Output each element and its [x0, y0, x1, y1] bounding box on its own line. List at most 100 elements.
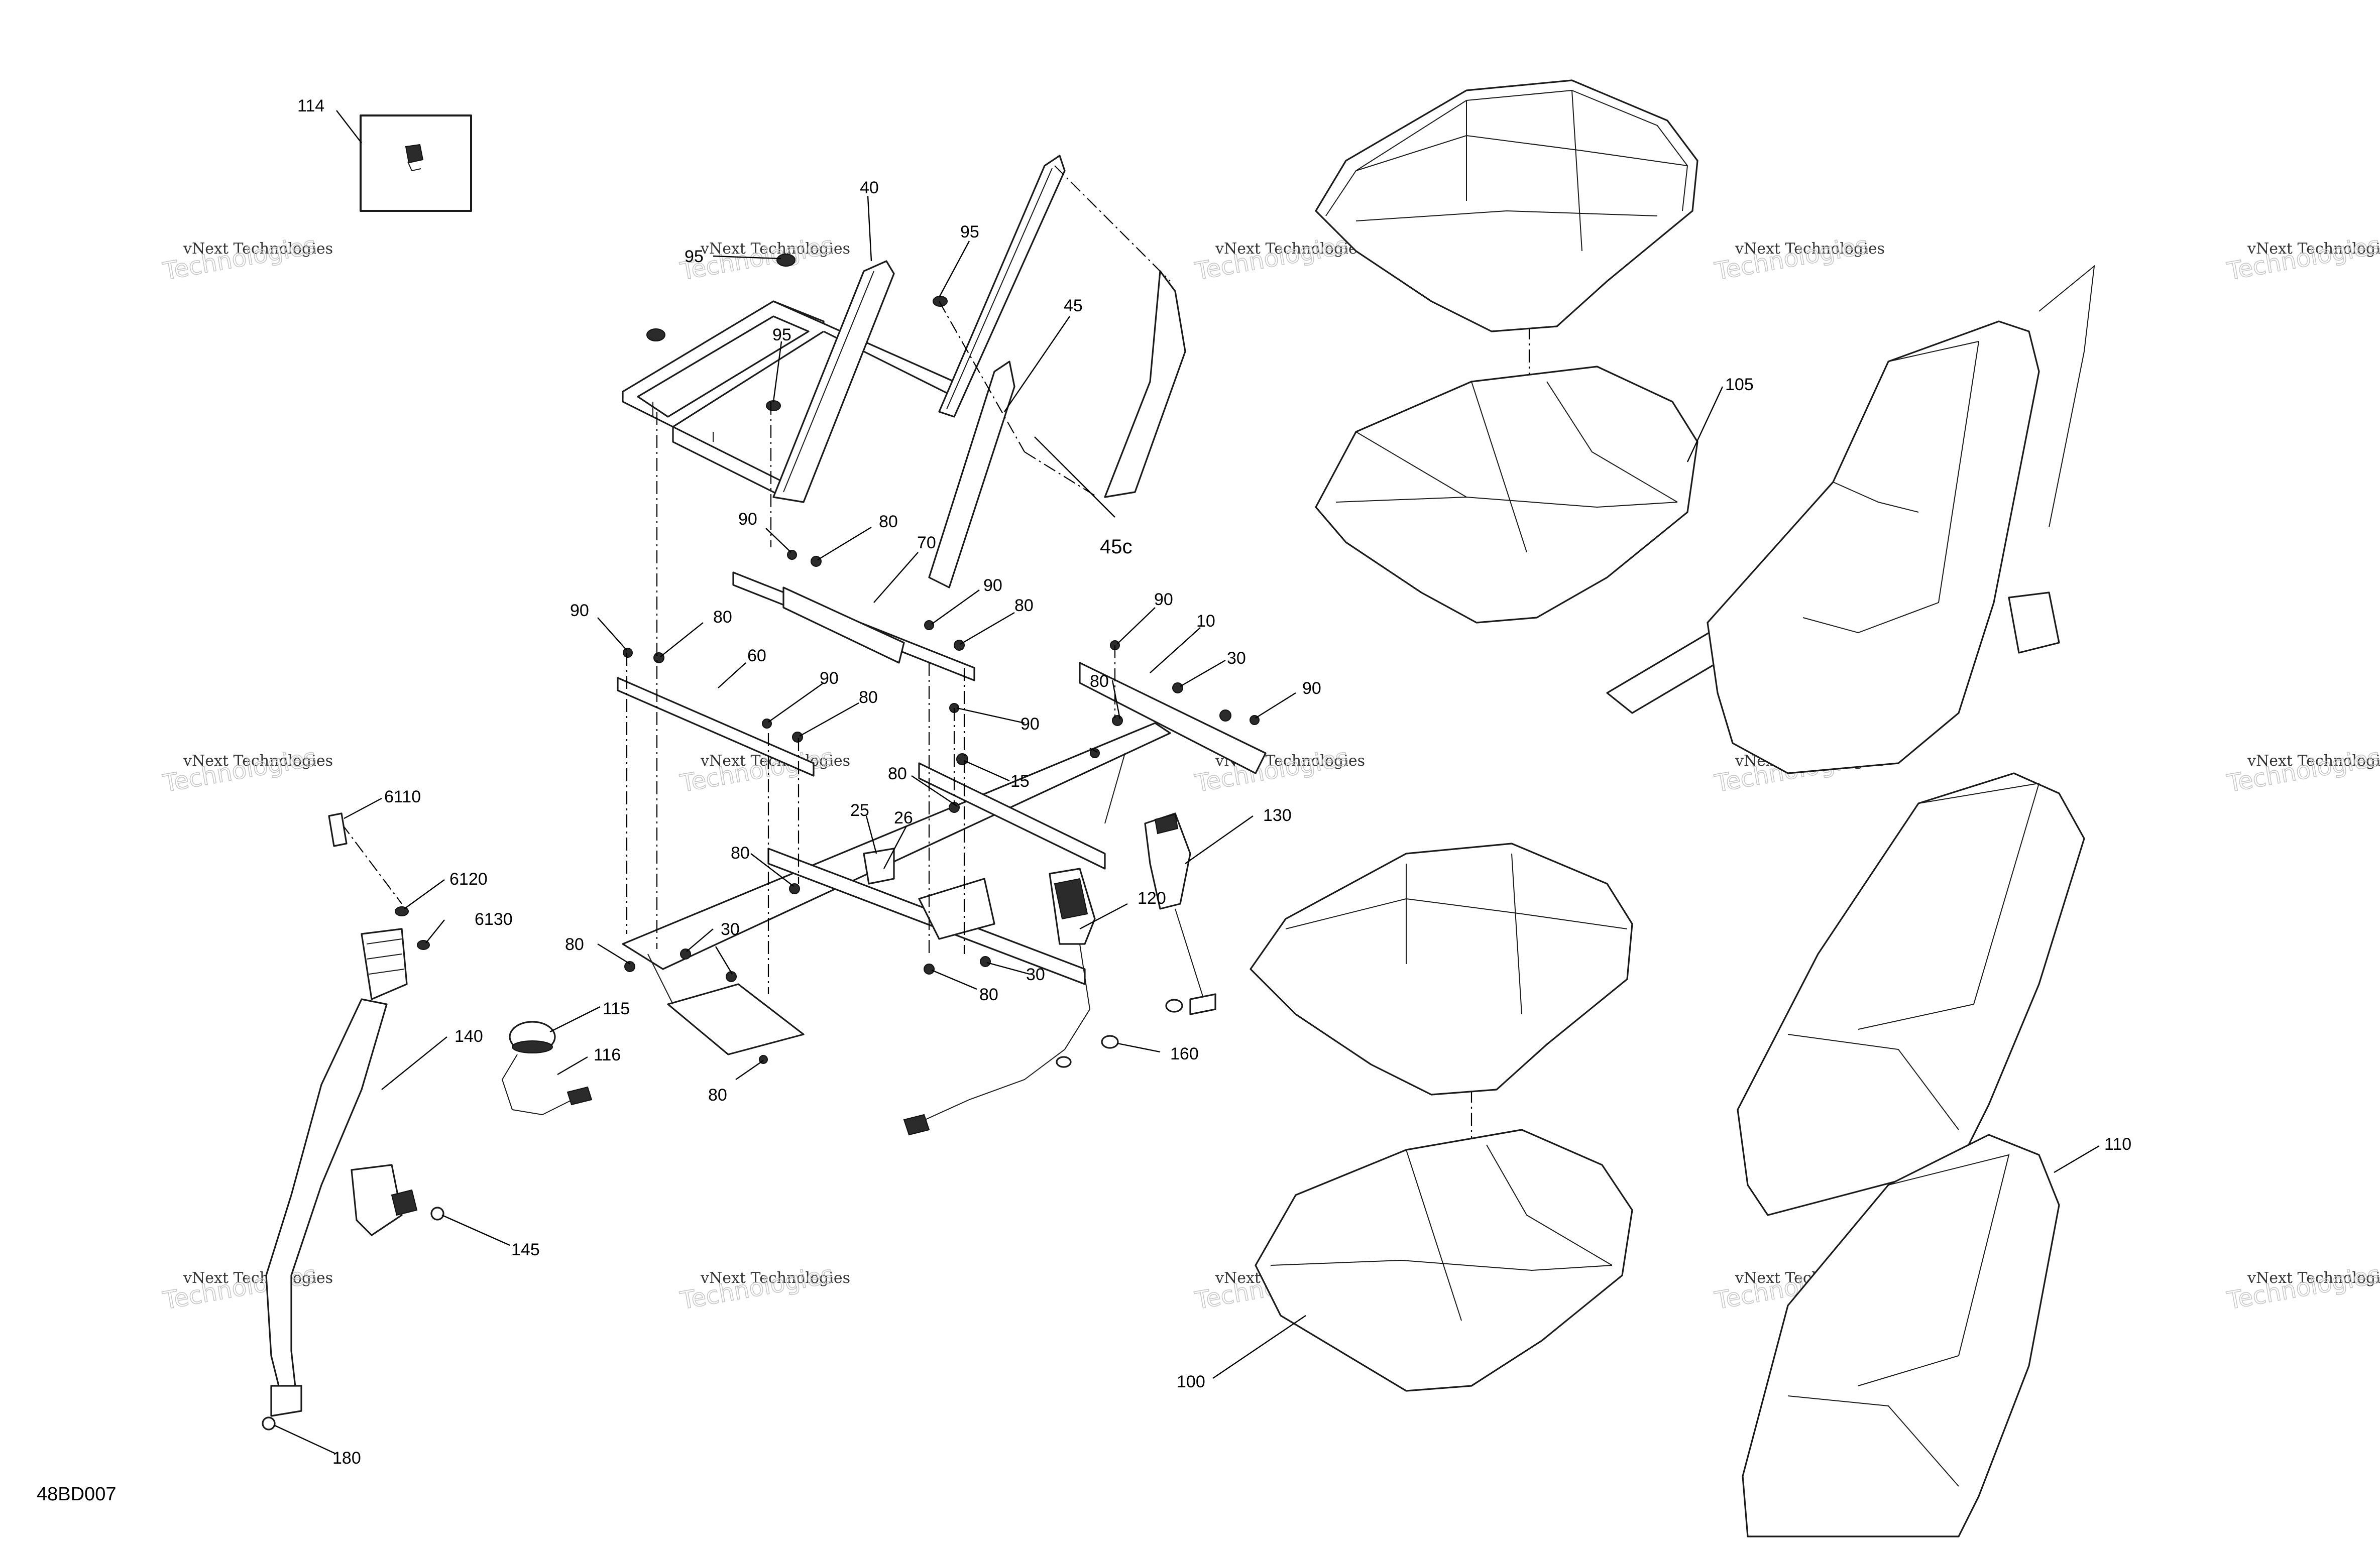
callout-100[interactable]: 100 [1177, 1372, 1205, 1391]
callout-80[interactable]: 80 [565, 935, 584, 954]
watermark-line1: vNext Technologies [183, 1269, 333, 1287]
callout-95[interactable]: 95 [685, 247, 704, 266]
seatbelt-140[interactable] [262, 928, 444, 1431]
callout-80[interactable]: 80 [1090, 672, 1109, 691]
watermark-line1: vNext Technologies [1735, 240, 1885, 258]
callout-90[interactable]: 90 [820, 669, 839, 688]
leader-lines [273, 110, 2100, 1455]
callout-90[interactable]: 90 [738, 510, 757, 529]
callout-70[interactable]: 70 [917, 533, 936, 552]
callout-6120[interactable]: 6120 [449, 870, 488, 889]
callout-90[interactable]: 90 [1302, 679, 1321, 698]
callout-6130[interactable]: 6130 [475, 910, 513, 929]
callout-90[interactable]: 90 [1021, 715, 1040, 734]
part-114-inset[interactable] [360, 114, 472, 212]
callout-15[interactable]: 15 [1010, 772, 1030, 791]
callout-labels: 114 40 95 95 95 45 45c 90 80 70 90 80 90… [297, 96, 2131, 1468]
watermark-line2: Technologies [2225, 231, 2380, 286]
callout-10[interactable]: 10 [1196, 612, 1215, 631]
callout-80[interactable]: 80 [888, 764, 907, 783]
sensor-115[interactable] [501, 1021, 593, 1116]
watermark-line1: vNext Technologies [700, 240, 850, 258]
diagram-code: 48BD007 [37, 1484, 116, 1505]
watermark: vNext Technologies Technologies [2224, 743, 2380, 798]
fasteners[interactable] [623, 550, 1260, 1064]
watermark-line1: vNext Technologies [183, 752, 333, 770]
seat-assembly-complete[interactable] [1606, 265, 2095, 774]
watermark-line2: Technologies [161, 231, 318, 286]
bolt-6110[interactable] [328, 812, 348, 847]
watermark: vNext Technologies Technologies [677, 1260, 850, 1315]
callout-80[interactable]: 80 [708, 1086, 727, 1105]
watermark-line2: Technologies [161, 1260, 318, 1315]
seat-cushion-top[interactable] [1315, 79, 1698, 332]
callout-115[interactable]: 115 [603, 999, 630, 1018]
watermark-line2: Technologies [1713, 231, 1870, 286]
callout-140[interactable]: 140 [455, 1027, 483, 1046]
callout-30[interactable]: 30 [1026, 965, 1045, 984]
callout-145[interactable]: 145 [511, 1240, 540, 1259]
callout-160[interactable]: 160 [1170, 1044, 1199, 1063]
watermark-line1: vNext Technologies [2247, 1269, 2380, 1287]
seat-cushion-105[interactable] [1315, 366, 1698, 624]
buckle-120-with-sensor[interactable] [903, 868, 1096, 1136]
callout-105[interactable]: 105 [1725, 375, 1754, 394]
watermark: vNext Technologies Technologies [160, 1260, 333, 1315]
seat-cushion-100[interactable] [1255, 1129, 1633, 1392]
callout-80[interactable]: 80 [713, 608, 732, 627]
callout-90[interactable]: 90 [570, 601, 589, 620]
callout-6110[interactable]: 6110 [384, 787, 421, 806]
watermark-line2: Technologies [2225, 743, 2380, 798]
callout-60[interactable]: 60 [747, 646, 766, 665]
watermark-group: vNext Technologies Technologies vNext Te… [160, 230, 2380, 1315]
watermark-line1: vNext Technologies [183, 240, 333, 258]
callout-80[interactable]: 80 [979, 985, 998, 1004]
callout-80[interactable]: 80 [1014, 596, 1034, 615]
seat-frame-upright-40[interactable] [772, 260, 895, 503]
seat-frame-upright-rear[interactable] [938, 155, 1066, 418]
bolts-160[interactable] [1056, 999, 1183, 1068]
callout-110[interactable]: 110 [2104, 1135, 2131, 1154]
slide-rail-60[interactable] [617, 677, 815, 777]
callout-45[interactable]: 45 [1064, 296, 1083, 315]
callout-120[interactable]: 120 [1138, 889, 1166, 908]
watermark: vNext Technologies Technologies [2224, 230, 2380, 286]
watermark-line2: Technologies [1193, 231, 1350, 286]
callout-130[interactable]: 130 [1263, 806, 1292, 825]
callout-95[interactable]: 95 [960, 222, 979, 242]
watermark-line1: vNext Technologies [2247, 752, 2380, 770]
seat-bracket-45[interactable] [1104, 270, 1186, 498]
callout-95[interactable]: 95 [772, 325, 791, 344]
callout-30[interactable]: 30 [1227, 649, 1246, 668]
callout-180[interactable]: 180 [332, 1449, 361, 1468]
watermark-line2: Technologies [2225, 1260, 2380, 1315]
callout-45c[interactable]: 45c [1100, 536, 1132, 558]
watermark-line1: vNext Technologies [1215, 240, 1365, 258]
callout-80[interactable]: 80 [879, 512, 898, 531]
callout-40[interactable]: 40 [860, 178, 879, 197]
seat-cushion-lower-top[interactable] [1250, 843, 1633, 1096]
watermark: vNext Technologies Technologies [1712, 230, 1885, 286]
watermark-line2: Technologies [161, 743, 318, 798]
watermark: vNext Technologies Technologies [160, 743, 333, 798]
seat-bracket-45c[interactable] [928, 361, 1015, 588]
callout-25[interactable]: 25 [850, 801, 869, 820]
callout-90[interactable]: 90 [1154, 590, 1173, 609]
callout-80[interactable]: 80 [859, 688, 878, 707]
buckle-130[interactable] [1144, 812, 1216, 1015]
callout-30[interactable]: 30 [721, 920, 740, 939]
callout-80[interactable]: 80 [731, 844, 750, 863]
callout-90[interactable]: 90 [983, 576, 1002, 595]
callout-114[interactable]: 114 [297, 96, 324, 115]
watermark: vNext Technologies Technologies [2224, 1260, 2380, 1315]
watermark-line1: vNext Technologies [2247, 240, 2380, 258]
watermark-line1: vNext Technologies [700, 1269, 850, 1287]
watermark: vNext Technologies Technologies [160, 230, 333, 286]
watermark-line2: Technologies [678, 1260, 836, 1315]
slide-rail-70[interactable] [732, 571, 975, 681]
seat-shell-110[interactable] [1742, 1134, 2060, 1537]
seat-shell-bare[interactable] [1737, 772, 2085, 1216]
callout-26[interactable]: 26 [894, 808, 913, 827]
callout-116[interactable]: 116 [594, 1045, 621, 1064]
